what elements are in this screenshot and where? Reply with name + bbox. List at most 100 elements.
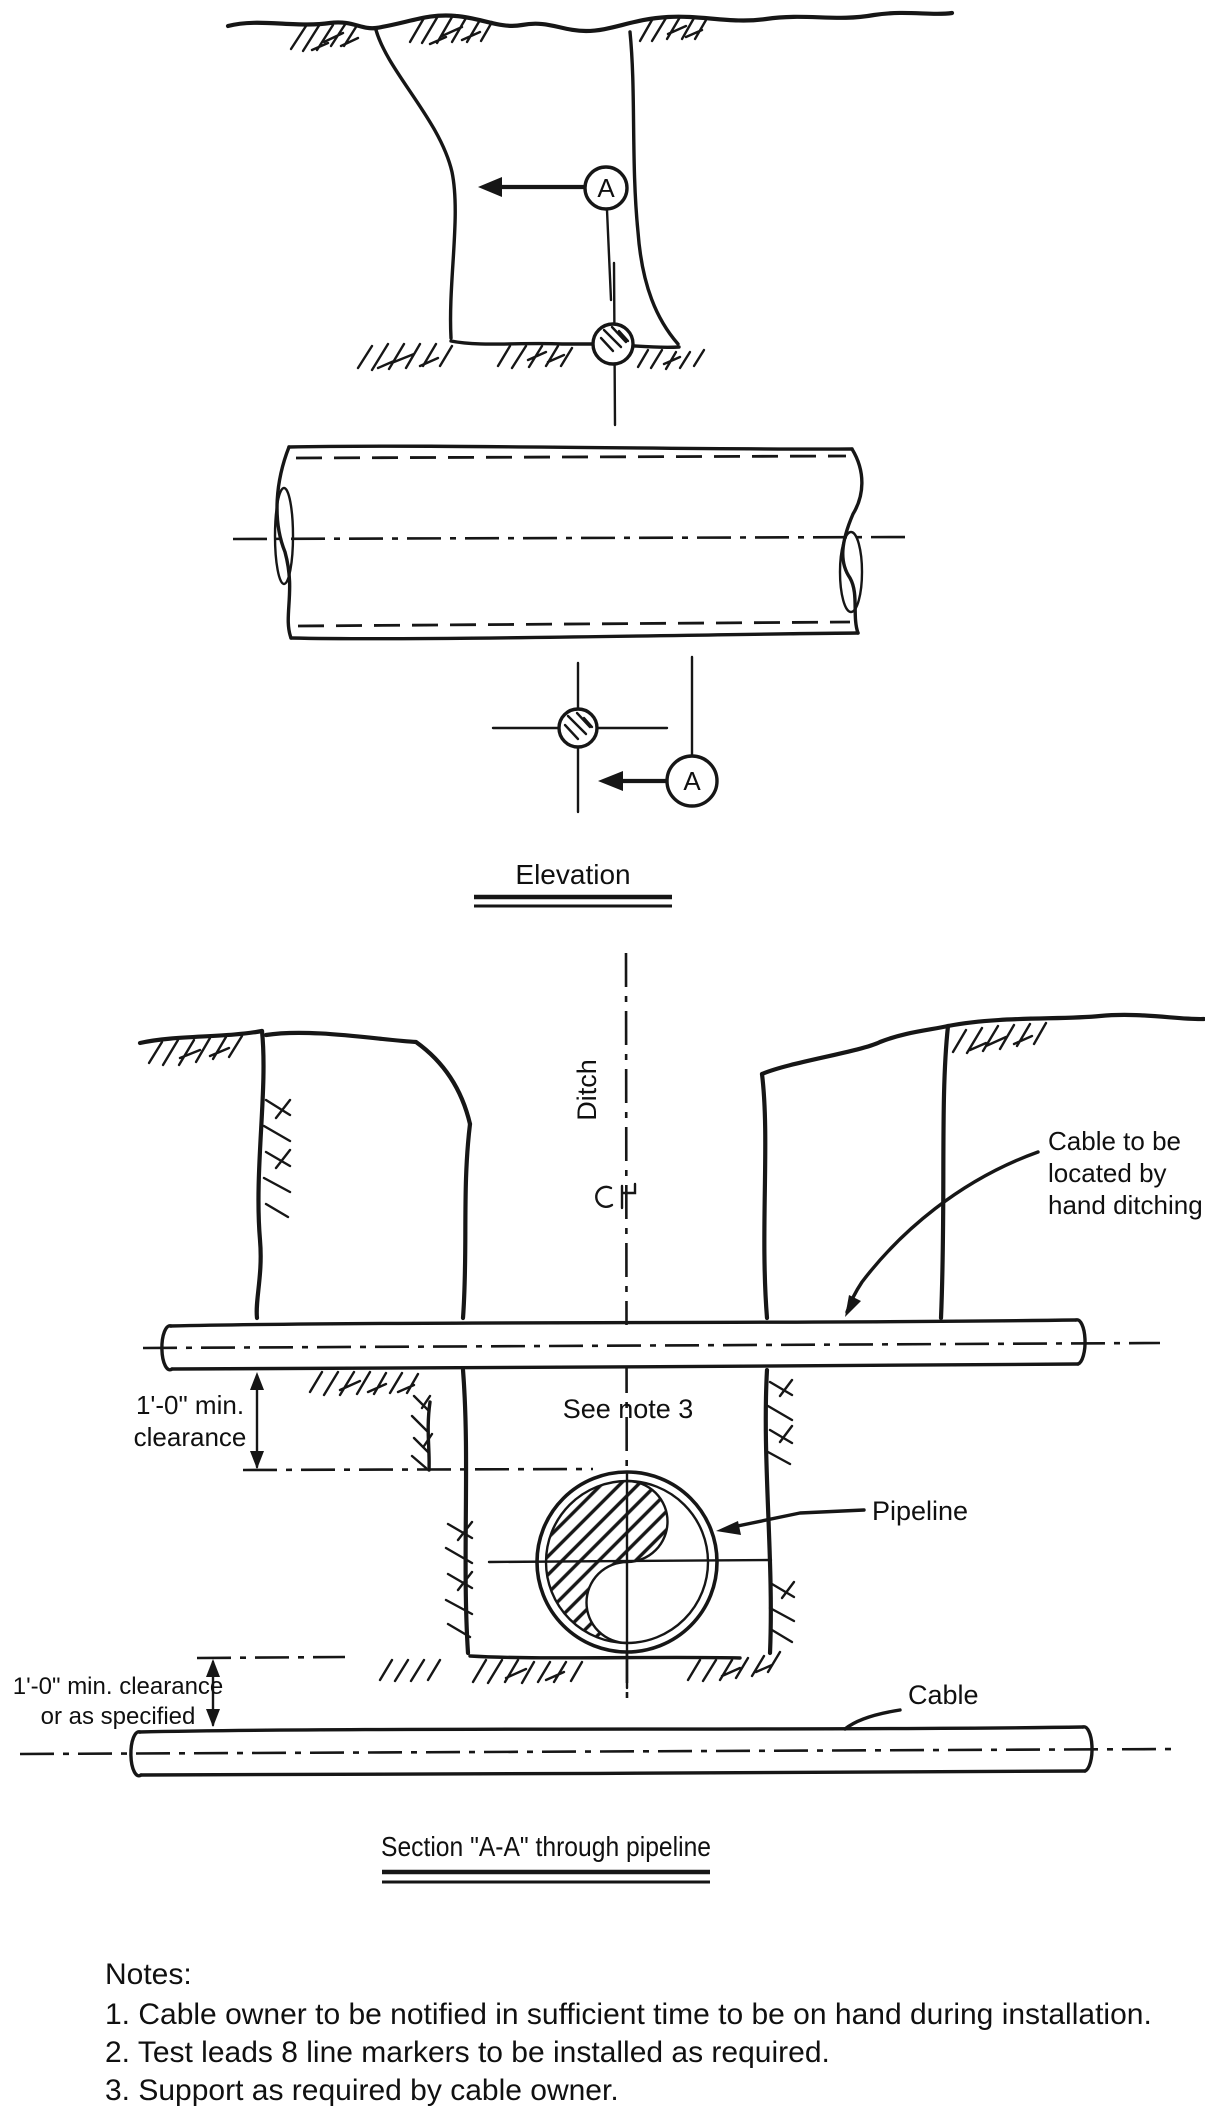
note-item-3: 3. Support as required by cable owner. <box>105 2074 619 2106</box>
elevation-title: Elevation <box>515 859 630 890</box>
leader-line <box>843 1708 902 1731</box>
trench-bottom-hatch-left <box>356 342 454 372</box>
section-marker-a-bottom: A <box>598 655 719 808</box>
cable-bottom-edge <box>139 1769 1087 1777</box>
hand-ditch-note: Cable to be located by hand ditching <box>845 1126 1203 1317</box>
pipeline-elevation <box>232 444 911 641</box>
leader-arrow-icon <box>845 1295 861 1317</box>
dimension-arrow-down-icon <box>250 1451 264 1469</box>
ditch-label: Ditch <box>572 1059 602 1121</box>
trench-right-wall <box>628 30 680 346</box>
pipe-horizontal-centerline <box>487 1558 773 1564</box>
crossing-cable-lower <box>19 1725 1178 1778</box>
trench-left-outer-wall <box>254 1028 266 1321</box>
cable-centerline <box>142 1341 1161 1350</box>
trench-right-inner-wall-lower <box>763 1367 773 1656</box>
leader-arrow-icon <box>716 1521 741 1535</box>
top-of-pipe-extension-line <box>242 1467 594 1472</box>
centerline-symbol-icon <box>595 1182 637 1210</box>
left-outer-wall-hatch <box>262 1098 292 1219</box>
trench-bottom-hatch-mid <box>496 344 574 370</box>
pipe-hidden-line-top <box>295 454 847 460</box>
surface-hatch-right-bank <box>951 1021 1048 1055</box>
section-title: Section "A-A" through pipeline <box>381 1831 711 1862</box>
surface-hatch-right <box>638 15 708 43</box>
cable-section-icon <box>591 322 635 366</box>
trench-bottom-hatch-right <box>636 348 706 371</box>
trench-bottom-lower <box>468 1654 742 1660</box>
hand-ditch-note-line3: hand ditching <box>1048 1190 1203 1220</box>
dimension-arrow-down-icon <box>206 1709 220 1727</box>
pipe-bottom-edge <box>289 631 860 641</box>
ground-surface-far-left <box>137 1028 265 1046</box>
hatch-below-trench-bottom <box>378 1650 782 1685</box>
surface-hatch-far-left <box>147 1034 244 1067</box>
trench-left-inner-wall-upper <box>460 1121 473 1321</box>
hatch-right-wall-upper <box>766 1378 794 1466</box>
hand-trench-left-wall <box>426 1400 432 1472</box>
trench-right-inner-wall-upper <box>759 1071 770 1321</box>
cable-section-hatch <box>563 711 594 741</box>
top-clearance-line1: 1'-0" min. <box>136 1390 244 1420</box>
pipeline-section <box>487 1470 773 1690</box>
pipe-left-break-loop <box>273 486 295 586</box>
section-marker-stem <box>605 208 613 302</box>
elevation-view: A A <box>225 10 955 908</box>
top-clearance-dimension: 1'-0" min. clearance <box>134 1372 594 1472</box>
cable-bottom-edge <box>170 1362 1080 1371</box>
hand-ditch-note-line2: located by <box>1048 1158 1167 1188</box>
pipe-hidden-line-bottom <box>297 620 851 628</box>
note-item-1: 1. Cable owner to be notified in suffici… <box>105 1998 1152 2031</box>
pipe-centerline <box>232 535 911 541</box>
trench-right-outer-wall <box>938 1023 951 1321</box>
trench-bottom-extension-line <box>196 1655 346 1660</box>
pipe-left-break-line <box>275 445 293 640</box>
dimension-arrow-up-icon <box>206 1659 220 1677</box>
ground-surface-far-right <box>945 1012 1205 1029</box>
hatch-left-wall-lower <box>444 1520 474 1639</box>
cable-top-edge <box>137 1725 1085 1734</box>
pipe-top-edge <box>287 444 854 451</box>
notes-block: Notes: 1. Cable owner to be notified in … <box>105 1958 1152 2106</box>
trench-left-wall <box>374 28 457 340</box>
cable-centerline <box>19 1747 1178 1756</box>
bottom-clearance-line2: or as specified <box>41 1703 196 1730</box>
cable-callout: Cable <box>843 1680 979 1731</box>
ground-surface-line <box>225 10 955 34</box>
top-clearance-line2: clearance <box>134 1422 247 1452</box>
note-item-2: 2. Test leads 8 line markers to be insta… <box>105 2036 830 2069</box>
hatch-under-cable-left <box>308 1370 434 1470</box>
section-marker-letter: A <box>683 766 701 796</box>
hand-ditch-note-line1: Cable to be <box>1048 1126 1181 1156</box>
cable-label: Cable <box>908 1680 979 1710</box>
leader-line <box>726 1508 866 1530</box>
bottom-clearance-line1: 1'-0" min. clearance <box>13 1673 224 1700</box>
section-arrow-head-icon <box>598 771 623 791</box>
dimension-arrow-up-icon <box>250 1372 264 1390</box>
surface-hatch-left <box>289 21 360 53</box>
left-bank-surface <box>263 1030 473 1127</box>
cable-section-icon <box>557 707 599 749</box>
cable-top-edge <box>168 1318 1078 1328</box>
section-marker-a-top: A <box>478 165 629 302</box>
crossing-cable-upper <box>142 1318 1161 1372</box>
trench-left-inner-wall-lower <box>460 1367 471 1656</box>
bottom-clearance-dimension: 1'-0" min. clearance or as specified <box>13 1655 346 1730</box>
pipeline-callout: Pipeline <box>716 1496 968 1535</box>
cable-section-hatch <box>599 325 630 353</box>
notes-heading: Notes: <box>105 1958 192 1991</box>
cable-left-end-cap <box>129 1730 143 1778</box>
section-view: Ditch <box>13 952 1205 1884</box>
cable-right-end-cap <box>1081 1725 1094 1773</box>
section-marker-letter: A <box>597 173 615 203</box>
see-note-label: See note 3 <box>563 1394 694 1424</box>
surface-hatch-middle <box>408 14 494 46</box>
cable-right-end-cap <box>1074 1318 1087 1366</box>
pipeline-label: Pipeline <box>872 1496 968 1526</box>
pipe-right-break-loop <box>838 530 864 614</box>
pipe-body-mask <box>288 448 852 636</box>
cable-symbol-below-pipe <box>491 661 669 814</box>
hatch-right-wall-lower <box>768 1580 796 1644</box>
